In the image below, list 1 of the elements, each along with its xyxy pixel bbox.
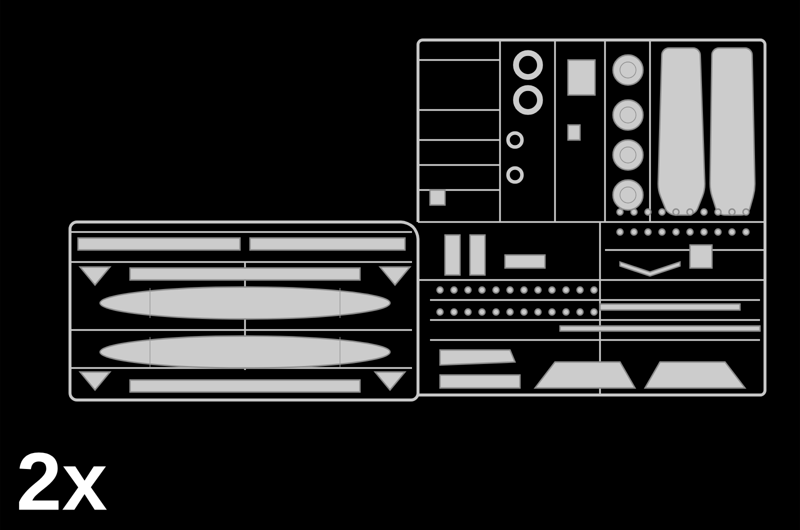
quantity-label: 2x [19, 452, 107, 510]
